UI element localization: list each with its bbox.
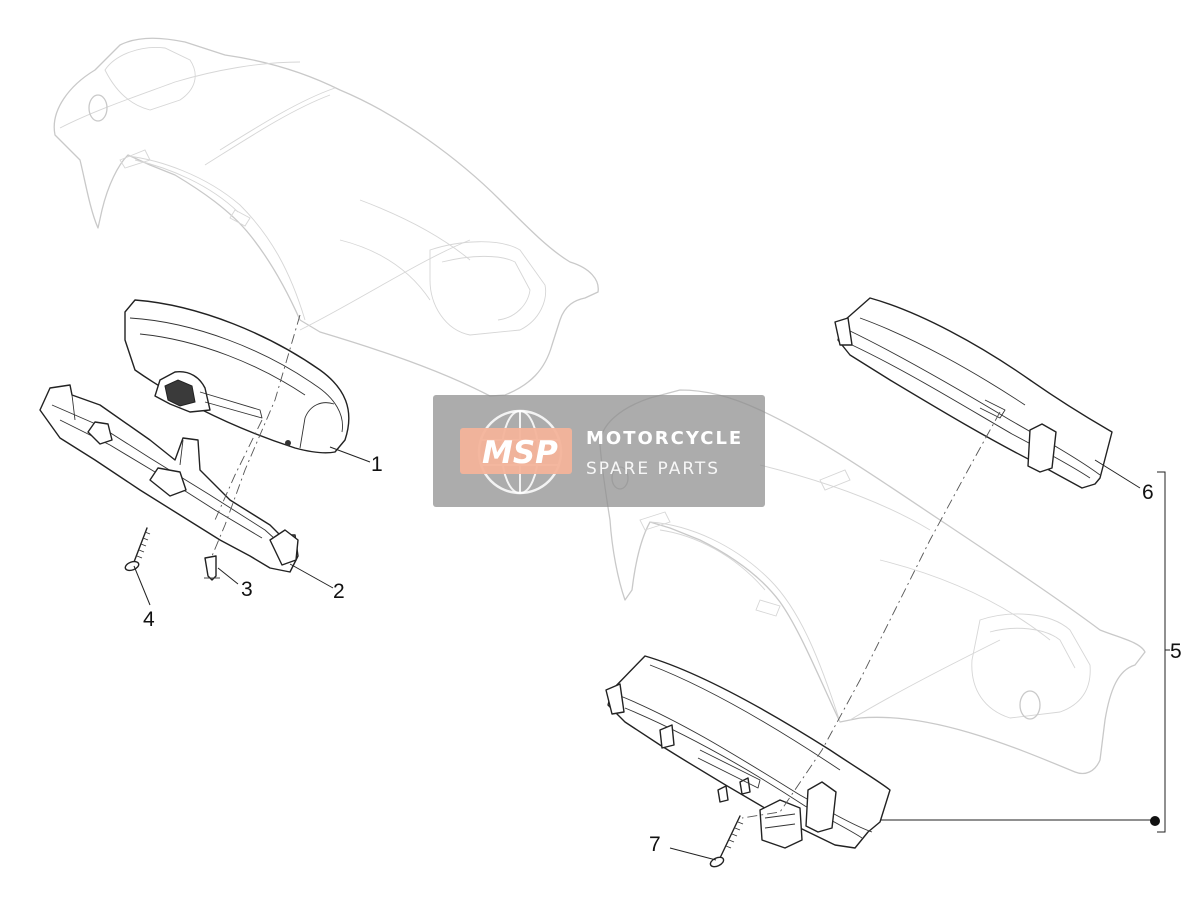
callout-4: 4 [143,608,155,631]
callout-1: 1 [371,453,383,476]
watermark-logo-badge [460,428,572,474]
part-6-dashboard [834,297,1113,489]
callout-5: 5 [1170,640,1182,663]
part-3-grommet [204,555,220,581]
part-2-bracket [39,384,299,573]
watermark-panel [433,395,765,507]
watermark-logo-text: MSP [482,435,558,471]
callout-numbers: 1 2 3 4 5 6 7 [143,453,1182,856]
watermark: MSP MOTORCYCLE SPARE PARTS [433,395,765,507]
callout-2: 2 [333,580,345,603]
callout-6: 6 [1142,481,1154,504]
callout-3: 3 [241,578,253,601]
watermark-subtitle: SPARE PARTS [586,459,720,479]
dashboard-assembly [605,655,891,849]
upper-handlebar-cover [53,37,599,397]
part-4-screw [124,527,151,572]
assembly-axes [211,314,1001,819]
junction-dot [1150,816,1160,826]
part-1-instrument-cluster [124,299,350,454]
watermark-title: MOTORCYCLE [586,428,743,449]
leader-lines [133,446,1170,861]
part-7-screw [709,815,744,868]
callout-7: 7 [649,833,661,856]
